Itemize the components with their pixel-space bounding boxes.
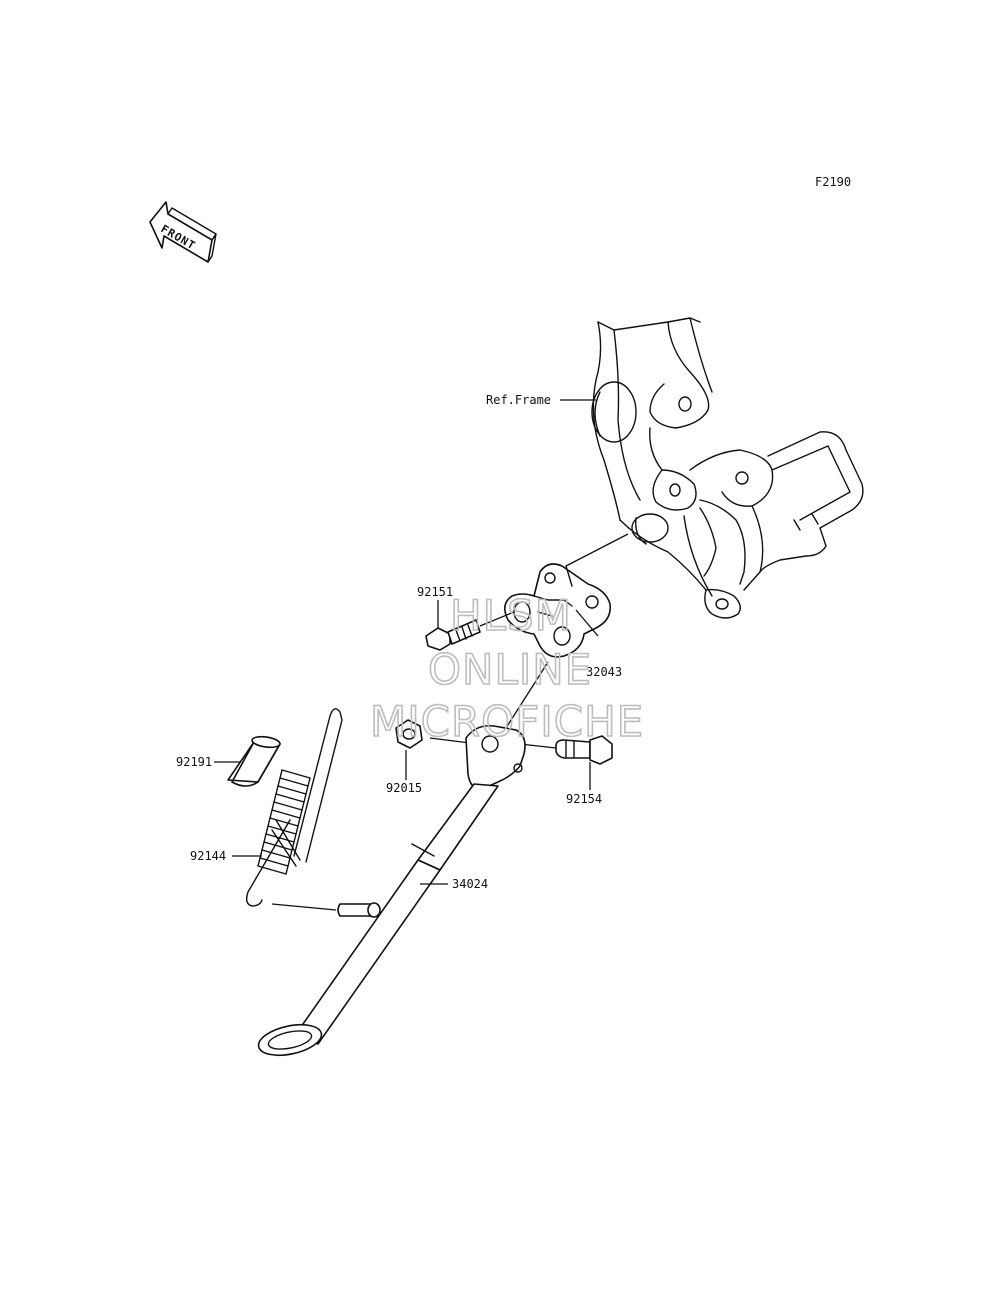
watermark-line-1: HLSM xyxy=(450,591,572,640)
part-label-92154: 92154 xyxy=(566,792,602,806)
ref-frame-label: Ref.Frame xyxy=(486,393,551,407)
part-label-92015: 92015 xyxy=(386,781,422,795)
part-label-92191: 92191 xyxy=(176,755,212,769)
watermark-line-3: MICROFICHE xyxy=(370,697,644,746)
part-92015-nut xyxy=(395,719,423,749)
part-label-92144: 92144 xyxy=(190,849,226,863)
part-92191-collar xyxy=(227,735,281,787)
part-34024-side-stand xyxy=(257,724,526,1057)
frame-drawing xyxy=(591,317,864,619)
spring-coils xyxy=(257,769,311,875)
part-label-34024: 34024 xyxy=(452,877,488,891)
part-label-92151: 92151 xyxy=(417,585,453,599)
watermark: HLSM ONLINE MICROFICHE xyxy=(369,590,644,747)
figure-code: F2190 xyxy=(815,175,851,189)
part-92154-bolt xyxy=(555,735,613,765)
front-arrow-icon: FRONT xyxy=(149,201,217,263)
watermark-line-2: ONLINE xyxy=(428,645,592,694)
part-label-32043: 32043 xyxy=(586,665,622,679)
part-92144-spring xyxy=(245,708,343,907)
stand-pin xyxy=(337,902,381,918)
